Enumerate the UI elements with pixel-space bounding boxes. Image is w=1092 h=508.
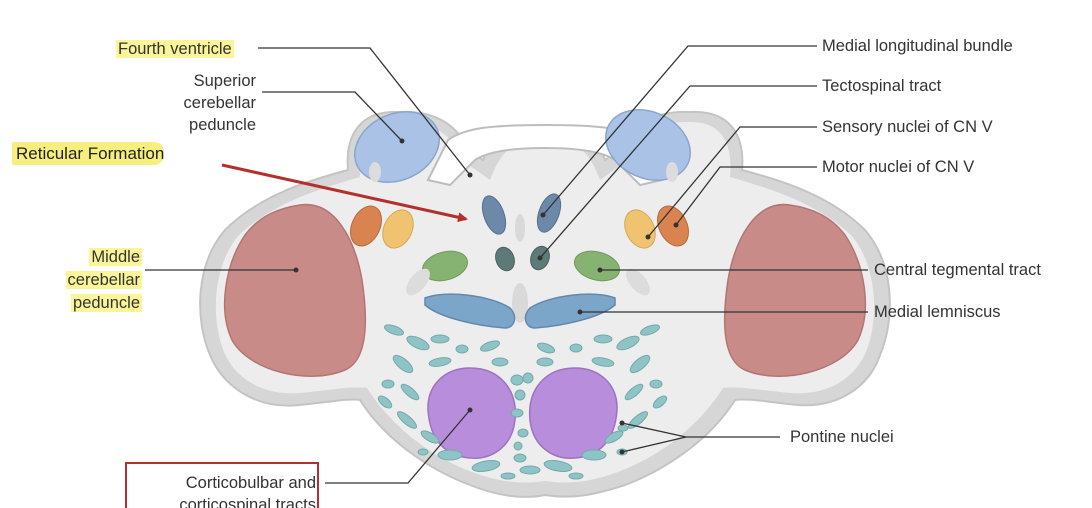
label-fourth-ventricle: Fourth ventricle <box>116 38 234 60</box>
label-line: peduncle <box>189 116 256 134</box>
label-motor-nuclei: Motor nuclei of CN V <box>822 158 975 176</box>
label-line: cerebellar <box>183 94 256 112</box>
label-superior-cerebellar-peduncle: Superior cerebellar peduncle <box>150 70 256 136</box>
mlf-left <box>481 195 507 235</box>
label-medial-longitudinal-bundle: Medial longitudinal bundle <box>822 37 1013 55</box>
tectospinal-left <box>495 246 515 272</box>
grey-patch <box>406 268 430 296</box>
label-line: corticospinal tracts <box>179 496 316 508</box>
corticospinal-right <box>528 367 618 459</box>
superior-cerebellar-peduncle-right <box>605 109 691 181</box>
label-middle-cerebellar-peduncle: Middle cerebellar peduncle <box>40 246 142 315</box>
midline-raphe <box>515 214 525 242</box>
label-line: Corticobulbar and <box>185 474 316 492</box>
corticobulbar-highlight-box <box>125 462 319 508</box>
label-pontine-nuclei: Pontine nuclei <box>790 428 894 446</box>
label-line: peduncle <box>71 294 142 312</box>
grey-patch <box>626 268 650 296</box>
label-sensory-nuclei: Sensory nuclei of CN V <box>822 118 993 136</box>
label-central-tegmental-tract: Central tegmental tract <box>874 261 1041 279</box>
label-line: cerebellar <box>65 271 142 289</box>
midline-raphe-lower <box>512 283 528 323</box>
grey-patch <box>666 162 678 182</box>
motor-nucleus-left <box>350 205 382 247</box>
middle-cerebellar-peduncle-right <box>723 203 867 377</box>
reticular-formation-arrow <box>221 163 468 223</box>
label-tectospinal-tract: Tectospinal tract <box>822 77 942 95</box>
middle-cerebellar-peduncle-left <box>223 203 367 377</box>
central-tegmental-right <box>573 250 621 282</box>
label-reticular-formation: Reticular Formation <box>12 142 165 166</box>
corticospinal-left <box>427 367 517 459</box>
sensory-nucleus-left <box>382 209 414 249</box>
label-text: Reticular Formation <box>12 142 165 165</box>
leader-lines <box>145 45 868 484</box>
pontine-nuclei-group <box>377 324 668 480</box>
medial-lemniscus-right <box>524 293 616 329</box>
medial-lemniscus-left <box>424 293 516 329</box>
leader-dots <box>293 138 679 455</box>
label-corticobulbar: Corticobulbar and corticospinal tracts <box>130 472 316 508</box>
label-text: Fourth ventricle <box>116 40 234 58</box>
grey-patch <box>369 162 381 182</box>
label-line: Middle <box>89 248 142 266</box>
mlf-right <box>536 193 562 233</box>
label-medial-lemniscus: Medial lemniscus <box>874 303 1001 321</box>
label-line: Superior <box>193 72 256 90</box>
